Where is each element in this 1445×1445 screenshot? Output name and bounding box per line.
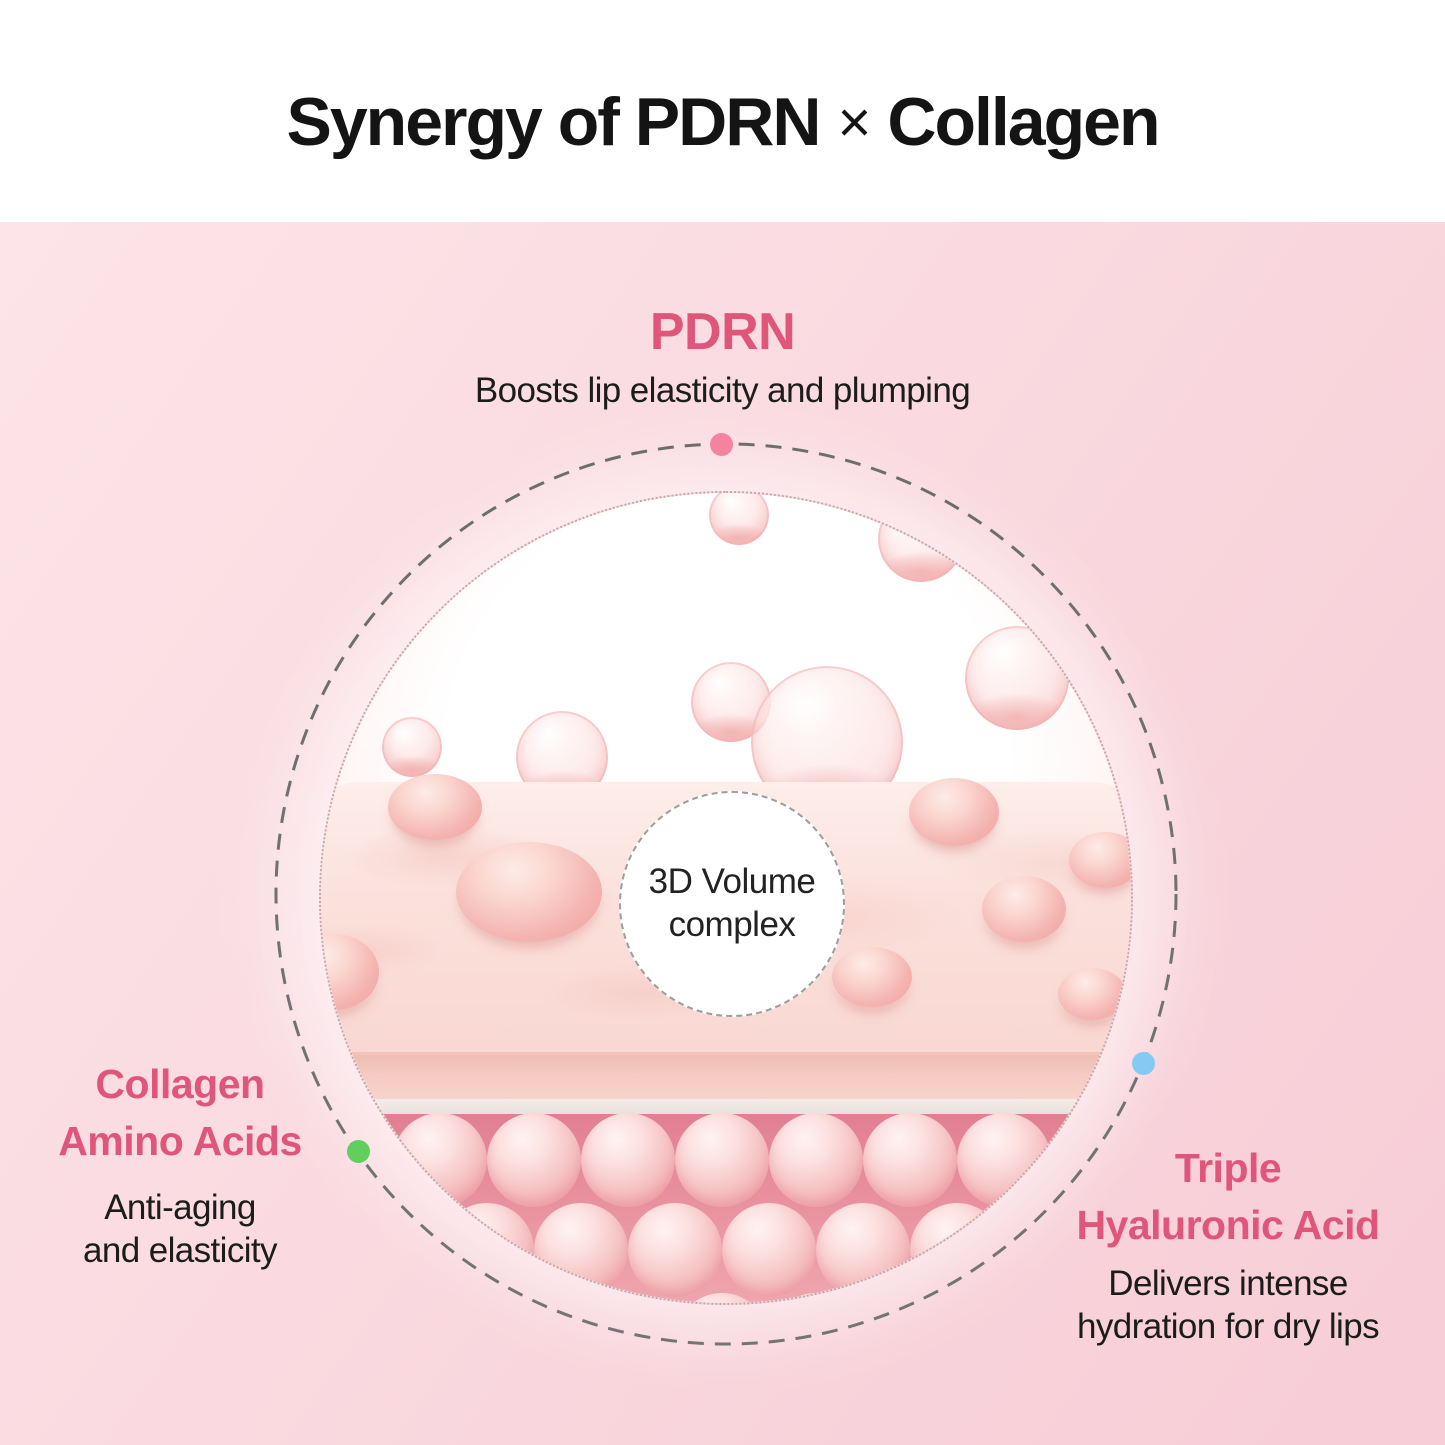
pdrn-label: PDRN <box>649 303 796 361</box>
moisture-dome <box>456 842 602 942</box>
collagen-label: Collagen Amino Acids <box>0 1056 360 1169</box>
moisture-dome <box>832 947 912 1007</box>
page-title: Synergy of PDRN×Collagen <box>286 61 1160 161</box>
collagen-desc-line2: and elasticity <box>83 1231 278 1271</box>
collagen-cell-layer <box>321 493 1131 1303</box>
hyaluronic-desc-line1: Delivers intense <box>1108 1264 1348 1303</box>
collagen-cell <box>957 1293 1051 1303</box>
collagen-cell <box>1004 1203 1098 1297</box>
skin-cross-section-layer <box>321 1052 1131 1099</box>
collagen-cell <box>722 1203 816 1297</box>
serum-bubble <box>382 717 442 777</box>
serum-bubble <box>965 626 1069 730</box>
moisture-dome <box>982 876 1066 942</box>
moisture-dome <box>388 774 482 840</box>
collagen-marker-dot <box>347 1140 370 1163</box>
serum-bubble <box>709 493 769 545</box>
multiply-sign: × <box>837 90 871 155</box>
title-band: Synergy of PDRN×Collagen <box>0 0 1445 222</box>
collagen-cell <box>487 1113 581 1207</box>
collagen-cell <box>393 1293 487 1303</box>
collagen-cell <box>675 1293 769 1303</box>
hyaluronic-label-line1: Triple <box>1174 1145 1282 1191</box>
collagen-description: Anti-aging and elasticity <box>0 1186 360 1272</box>
collagen-cell <box>910 1203 1004 1297</box>
pdrn-marker-dot <box>710 433 733 456</box>
collagen-cell <box>1051 1293 1131 1303</box>
collagen-cell <box>769 1113 863 1207</box>
collagen-cell <box>346 1203 440 1297</box>
hyaluronic-description: Delivers intense hydration for dry lips <box>1013 1262 1443 1348</box>
collagen-cell <box>1051 1113 1131 1207</box>
pdrn-description: Boosts lip elasticity and plumping <box>474 371 971 410</box>
hyaluronic-marker-dot <box>1132 1052 1155 1075</box>
collagen-cell <box>440 1203 534 1297</box>
moisture-dome <box>909 778 999 846</box>
moisture-dome <box>1069 832 1131 888</box>
moisture-dome <box>1058 968 1126 1020</box>
collagen-label-line2: Amino Acids <box>58 1117 302 1164</box>
collagen-cell <box>534 1203 628 1297</box>
collagen-cell <box>957 1113 1051 1207</box>
collagen-cell <box>769 1293 863 1303</box>
collagen-cell <box>628 1203 722 1297</box>
lip-skin-illustration: 3D Volume complex <box>319 491 1133 1305</box>
badge-line1: 3D Volume <box>648 862 816 902</box>
hyaluronic-label-line2: Hyaluronic Acid <box>1076 1201 1380 1248</box>
title-left-text: Synergy of PDRN <box>286 84 821 160</box>
collagen-cell <box>863 1113 957 1207</box>
collagen-cell <box>393 1113 487 1207</box>
title-right-text: Collagen <box>887 84 1160 160</box>
collagen-desc-line1: Anti-aging <box>104 1188 256 1227</box>
volume-complex-badge: 3D Volume complex <box>619 791 845 1017</box>
hyaluronic-label: Triple Hyaluronic Acid <box>1013 1140 1443 1253</box>
collagen-cell <box>816 1203 910 1297</box>
hyaluronic-desc-line2: hydration for dry lips <box>1077 1307 1380 1347</box>
collagen-cell <box>863 1293 957 1303</box>
collagen-cell <box>581 1113 675 1207</box>
badge-line2: complex <box>668 905 796 944</box>
collagen-label-line1: Collagen <box>95 1061 265 1107</box>
collagen-cell <box>321 1293 393 1303</box>
serum-bubble <box>878 496 964 582</box>
membrane-layer <box>321 1099 1131 1114</box>
collagen-cell <box>581 1293 675 1303</box>
collagen-cell <box>487 1293 581 1303</box>
collagen-cell <box>675 1113 769 1207</box>
